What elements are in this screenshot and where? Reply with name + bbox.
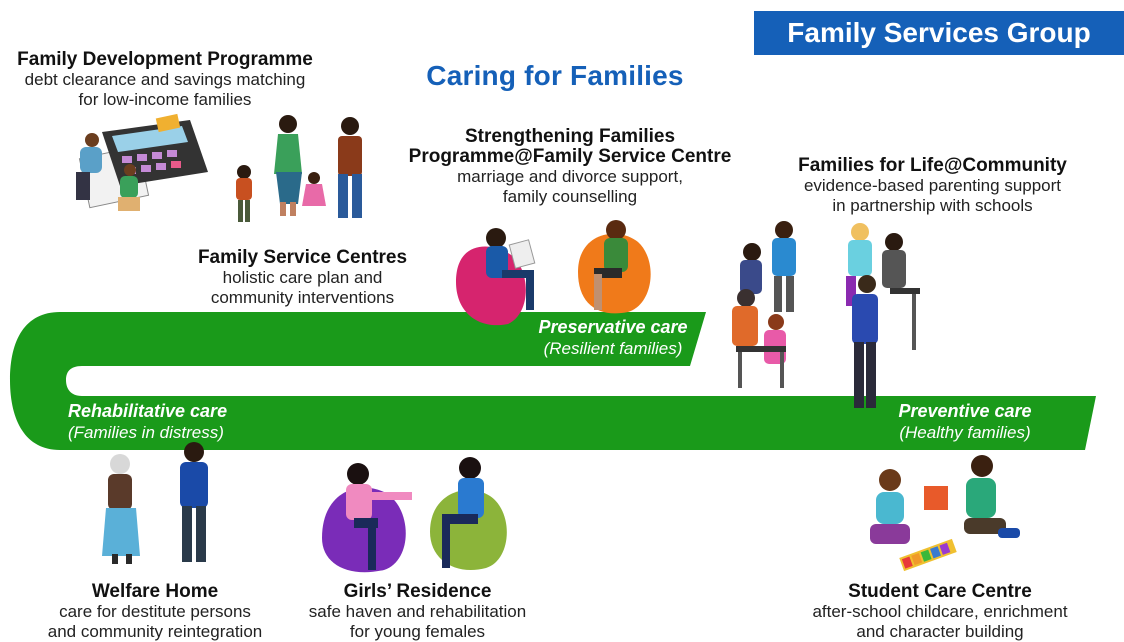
service-family-development-programme: Family Development Programme debt cleara… bbox=[0, 50, 330, 110]
service-desc-line: evidence-based parenting support bbox=[803, 176, 1062, 195]
counselling-illustration bbox=[456, 220, 651, 326]
care-level-sub: (Healthy families) bbox=[899, 423, 1031, 442]
parenting-group-illustration bbox=[732, 221, 920, 408]
service-title: Strengthening Families bbox=[464, 126, 676, 147]
service-title: Family Development Programme bbox=[17, 49, 313, 70]
service-family-service-centres: Family Service Centres holistic care pla… bbox=[175, 248, 430, 308]
service-student-care-centre: Student Care Centre after-school childca… bbox=[780, 582, 1100, 642]
service-title: Family Service Centres bbox=[197, 247, 408, 268]
service-desc-line: for young females bbox=[349, 622, 486, 641]
care-level-sub: (Resilient families) bbox=[543, 339, 683, 358]
service-girls-residence: Girls’ Residence safe haven and rehabili… bbox=[285, 582, 550, 642]
care-level-name: Preventive care bbox=[898, 401, 1032, 421]
service-desc-line: and character building bbox=[856, 622, 1024, 641]
care-level-rehabilitative: Rehabilitative care (Families in distres… bbox=[68, 401, 288, 443]
service-title: Student Care Centre bbox=[848, 581, 1032, 602]
service-desc-line: and community reintegration bbox=[47, 622, 263, 641]
page-title: Caring for Families bbox=[426, 60, 684, 91]
service-desc-line: family counselling bbox=[502, 187, 638, 206]
girls-residence-illustration bbox=[322, 457, 507, 573]
service-desc-line: community interventions bbox=[210, 288, 395, 307]
service-desc-line: in partnership with schools bbox=[832, 196, 1033, 215]
service-desc-line: safe haven and rehabilitation bbox=[308, 602, 527, 621]
service-title: Welfare Home bbox=[91, 581, 219, 602]
care-level-name: Rehabilitative care bbox=[68, 401, 228, 421]
service-families-for-life: Families for Life@Community evidence-bas… bbox=[760, 156, 1105, 216]
welfare-home-illustration bbox=[102, 442, 208, 564]
service-desc-line: after-school childcare, enrichment bbox=[812, 602, 1068, 621]
family-walking-illustration bbox=[236, 115, 362, 222]
service-desc-line: debt clearance and savings matching bbox=[24, 70, 306, 89]
service-title: Families for Life@Community bbox=[798, 155, 1067, 176]
service-desc-line: marriage and divorce support, bbox=[457, 167, 683, 186]
service-strengthening-families: Strengthening Families Programme@Family … bbox=[390, 127, 750, 207]
student-care-illustration bbox=[870, 455, 1020, 572]
care-level-sub: (Families in distress) bbox=[68, 423, 224, 442]
service-desc-line: for low-income families bbox=[78, 90, 252, 109]
group-badge: Family Services Group bbox=[754, 11, 1124, 55]
care-level-preservative: Preservative care (Resilient families) bbox=[528, 317, 698, 359]
service-desc-line: holistic care plan and bbox=[222, 268, 383, 287]
service-desc-line: care for destitute persons bbox=[59, 602, 251, 621]
road-shape bbox=[10, 312, 1096, 450]
care-level-name: Preservative care bbox=[538, 317, 688, 337]
service-welfare-home: Welfare Home care for destitute persons … bbox=[20, 582, 290, 642]
service-title: Programme@Family Service Centre bbox=[408, 146, 732, 167]
service-title: Girls’ Residence bbox=[343, 581, 492, 602]
calculator-illustration bbox=[76, 113, 208, 211]
care-level-preventive: Preventive care (Healthy families) bbox=[880, 401, 1050, 443]
